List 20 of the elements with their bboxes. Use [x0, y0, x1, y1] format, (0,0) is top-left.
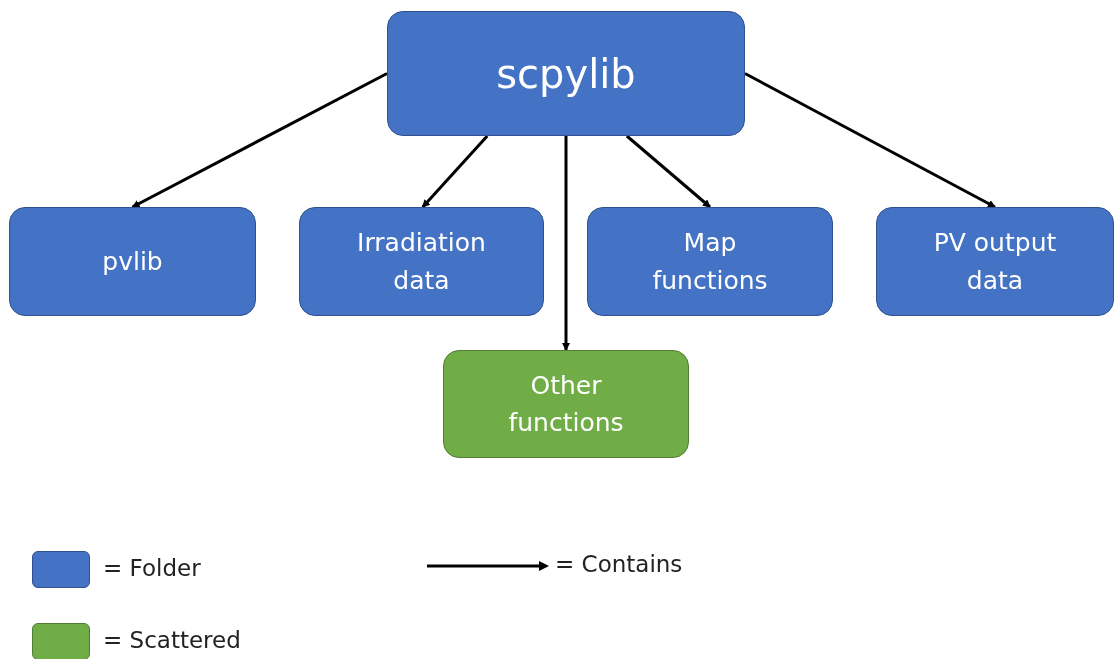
arrow [625, 134, 711, 209]
legend-label: = Contains [555, 551, 683, 577]
folder-box [9, 207, 256, 316]
arrow [131, 72, 388, 209]
arrow [421, 135, 489, 208]
folder-box [876, 207, 1114, 316]
node-label: Irradiation data [356, 227, 487, 297]
root-folder-box [387, 11, 745, 136]
legend-label: = Folder [103, 555, 201, 581]
node-label: Map functions [651, 227, 769, 297]
arrow [562, 136, 570, 351]
node-label: pvlib [102, 245, 163, 278]
folder-box [299, 207, 544, 316]
arrow [744, 72, 996, 209]
node-label: PV output data [932, 227, 1058, 297]
node-label: Other functions [507, 369, 625, 439]
legend-label: = Scattered [103, 627, 241, 653]
folder-box [587, 207, 833, 316]
folder-box [443, 350, 689, 458]
node-label: scpylib [496, 49, 636, 99]
